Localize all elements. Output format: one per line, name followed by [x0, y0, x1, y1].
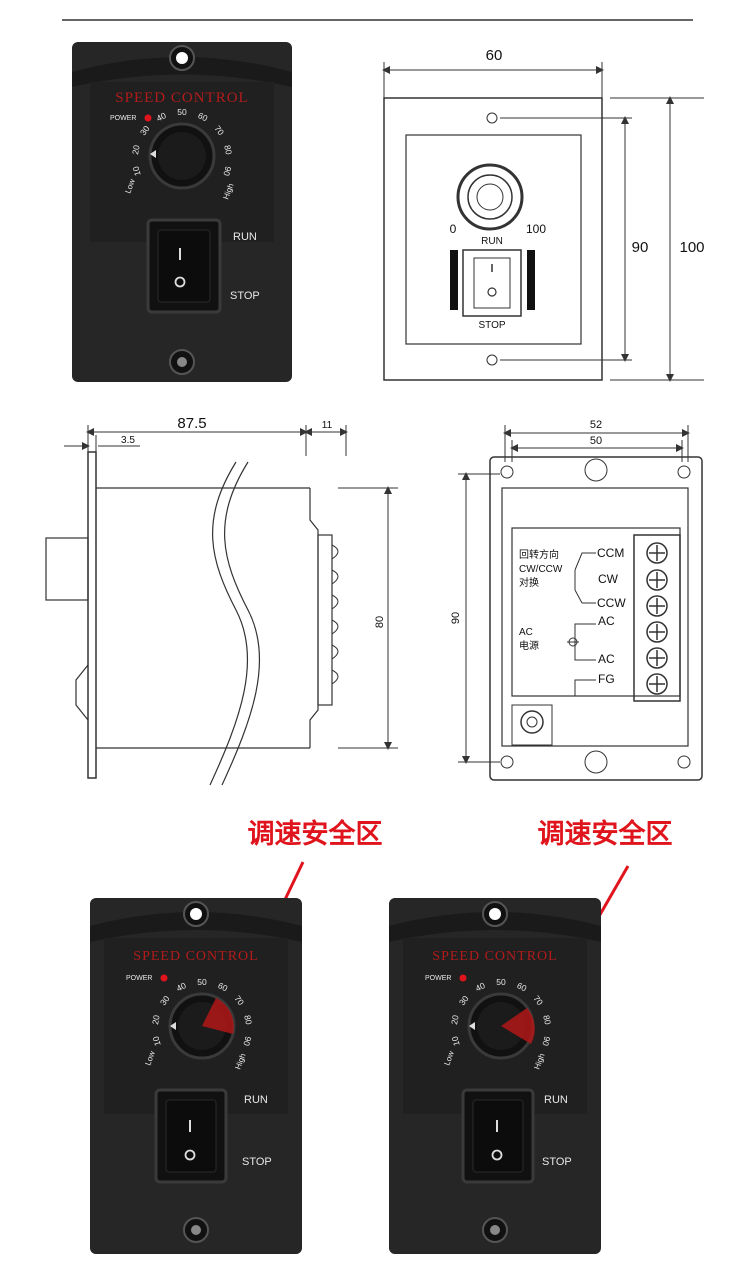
- direction-label: 回转方向: [519, 548, 559, 561]
- dial-scale-label: 50: [177, 107, 187, 117]
- dial-scale-label: 80: [222, 144, 234, 155]
- back-inner-width-dim: 50: [590, 435, 602, 447]
- terminal-label-ccw: CCW: [597, 596, 626, 610]
- power-led: [144, 114, 152, 122]
- side-height-dim: 80: [374, 616, 386, 628]
- front-switch: [462, 249, 522, 317]
- dial-scale-label: 60: [196, 110, 209, 123]
- side-terminal-dim: 11: [322, 420, 333, 431]
- side-depth-dim: 87.5: [177, 415, 206, 432]
- dial-min: 0: [450, 222, 457, 236]
- ac-label: AC: [519, 627, 533, 638]
- dial-scale-label: 50: [496, 977, 506, 987]
- run-label: RUN: [244, 1094, 268, 1106]
- safe-zone-highlight: [501, 1008, 535, 1044]
- front-dimension-drawing: 60 0 100 RUN STOP 90 100: [382, 47, 710, 382]
- knob-pointer: [150, 150, 156, 158]
- run-label: RUN: [233, 231, 257, 243]
- terminal-strip: [633, 534, 681, 702]
- dial-scale-label: 60: [216, 980, 229, 993]
- dial-scale-label: 20: [150, 1014, 162, 1025]
- back-wiring-drawing: 52 50 90: [450, 419, 703, 781]
- dial-scale-label: 40: [155, 110, 168, 123]
- dial-scale-label: 40: [474, 980, 487, 993]
- front-stop-label: STOP: [478, 320, 505, 331]
- terminal-screws: [646, 647, 668, 669]
- power-label: POWER: [425, 975, 451, 982]
- dial-scale-label: 90: [540, 1035, 552, 1047]
- power-source-label: 电源: [519, 639, 539, 652]
- safe-zone-highlight: [202, 998, 234, 1034]
- side-dimension-drawing: 87.5 3.5 11 80: [45, 415, 398, 786]
- dial-scale-label: 80: [242, 1014, 254, 1025]
- front-outline: [383, 97, 603, 381]
- power-label: POWER: [110, 115, 136, 122]
- back-outline: [489, 456, 703, 781]
- terminal-screws: [646, 542, 668, 564]
- side-terminal-block: [317, 534, 333, 706]
- terminal-label-cw: CW: [598, 572, 619, 586]
- terminal-label-fg: FG: [598, 672, 615, 686]
- stop-label: STOP: [242, 1156, 272, 1168]
- terminal-label-ac2: AC: [598, 652, 615, 666]
- power-label: POWER: [126, 975, 152, 982]
- dial-scale-label: 10: [130, 165, 142, 177]
- callout-right: 调速安全区: [538, 818, 673, 850]
- panel-title: SPEED CONTROL: [432, 949, 557, 964]
- terminal-screws: [646, 569, 668, 591]
- side-flange: [87, 451, 97, 779]
- terminal-screws: [646, 621, 668, 643]
- terminal-screws: [646, 673, 668, 695]
- callout-left: 调速安全区: [248, 818, 383, 850]
- dial-scale-label: 10: [150, 1035, 162, 1047]
- dial-scale-label: 10: [449, 1035, 461, 1047]
- dial-scale-label: 90: [241, 1035, 253, 1047]
- side-flange-dim: 3.5: [121, 435, 135, 446]
- stop-label: STOP: [230, 290, 260, 302]
- dial-max: 100: [526, 222, 546, 236]
- back-height-dim: 90: [450, 612, 462, 624]
- front-height-outer-dim: 100: [679, 239, 704, 256]
- dial-scale-label: 60: [515, 980, 528, 993]
- dial-scale-label: 20: [449, 1014, 461, 1025]
- front-run-label: RUN: [481, 236, 503, 247]
- dial-scale-label: 40: [175, 980, 188, 993]
- switch-label: 对换: [519, 576, 539, 589]
- dial-scale-label: 90: [221, 165, 233, 177]
- stop-label: STOP: [542, 1156, 572, 1168]
- dial-scale-label: 50: [197, 977, 207, 987]
- terminal-screws: [646, 595, 668, 617]
- terminal-label-ac1: AC: [598, 614, 615, 628]
- terminal-label-ccm: CCM: [597, 546, 624, 560]
- dial-scale-label: 20: [130, 144, 142, 155]
- cw-ccw-label: CW/CCW: [519, 564, 563, 575]
- front-height-inner-dim: 90: [632, 239, 649, 256]
- panel-title: SPEED CONTROL: [133, 949, 258, 964]
- run-label: RUN: [544, 1094, 568, 1106]
- panel-title: SPEED CONTROL: [115, 90, 248, 106]
- side-terminals: [331, 544, 339, 685]
- front-width-dim: 60: [486, 47, 503, 64]
- back-outer-width-dim: 52: [590, 419, 602, 431]
- dial-scale-label: 80: [541, 1014, 553, 1025]
- front-dial: [456, 163, 524, 231]
